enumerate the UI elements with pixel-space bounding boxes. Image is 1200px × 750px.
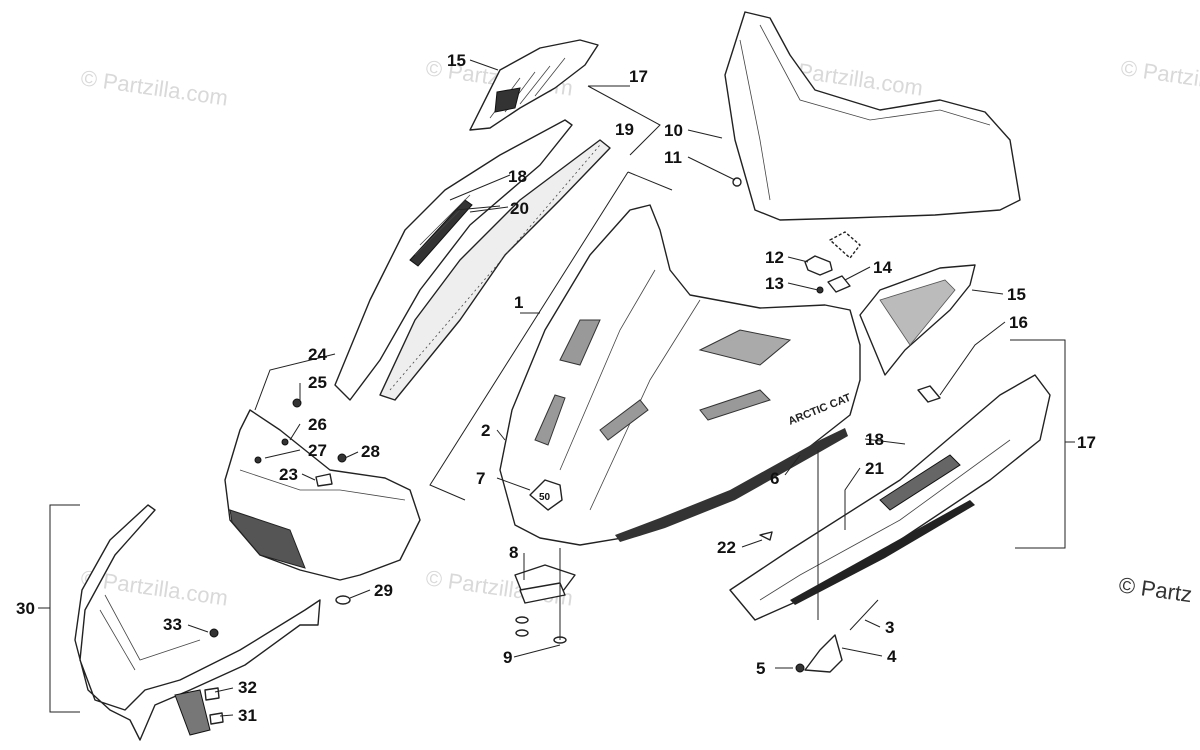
callout-32: 32 xyxy=(238,678,257,697)
callout-1: 1 xyxy=(514,293,523,312)
callout-14: 14 xyxy=(873,258,892,277)
callout-27: 27 xyxy=(308,441,327,460)
part-17-side-panel-right xyxy=(729,374,1051,621)
part-19-strip-left xyxy=(379,139,611,401)
callout-15: 15 xyxy=(1007,285,1026,304)
callout-23: 23 xyxy=(279,465,298,484)
callout-19: 19 xyxy=(615,120,634,139)
callout-7: 7 xyxy=(476,469,485,488)
callout-2: 2 xyxy=(481,421,490,440)
callout-16: 16 xyxy=(1009,313,1028,332)
callout-20: 20 xyxy=(510,199,529,218)
watermark: © Partzilla.com xyxy=(79,65,229,110)
callout-29: 29 xyxy=(374,581,393,600)
callout-13: 13 xyxy=(765,274,784,293)
callout-18: 18 xyxy=(865,430,884,449)
part-1-hood: ARCTIC CAT xyxy=(499,204,861,546)
part-24-nose-cone xyxy=(224,409,421,581)
callout-30: 30 xyxy=(16,599,35,618)
callout-5: 5 xyxy=(756,659,765,678)
part-15-vent-right xyxy=(859,264,976,376)
part-18-side-panel-left xyxy=(334,119,573,401)
watermark: © Partzilla.com xyxy=(1119,55,1200,100)
callout-18: 18 xyxy=(508,167,527,186)
part-15-vent-left xyxy=(469,39,599,131)
callout-33: 33 xyxy=(163,615,182,634)
callout-9: 9 xyxy=(503,648,512,667)
callout-3: 3 xyxy=(885,618,894,637)
callout-12: 12 xyxy=(765,248,784,267)
callout-10: 10 xyxy=(664,121,683,140)
part-7-badge: 50 xyxy=(529,479,563,511)
part-12-14-bracket xyxy=(804,231,861,294)
fasteners-left-cluster xyxy=(204,398,351,725)
leader-lines xyxy=(38,59,1075,717)
callout-4: 4 xyxy=(887,647,897,666)
callout-6: 6 xyxy=(770,469,779,488)
callout-28: 28 xyxy=(361,442,380,461)
part-16-clip xyxy=(917,385,941,403)
callout-25: 25 xyxy=(308,373,327,392)
badge-text: 50 xyxy=(539,492,551,503)
part-10-windshield xyxy=(724,11,1021,221)
part-9-washer xyxy=(515,616,529,624)
callout-22: 22 xyxy=(717,538,736,557)
callout-15: 15 xyxy=(447,51,466,70)
part-9-washer xyxy=(515,629,529,637)
callout-17: 17 xyxy=(629,67,648,86)
callout-17: 17 xyxy=(1077,433,1096,452)
callout-21: 21 xyxy=(865,459,884,478)
callout-11: 11 xyxy=(664,148,682,167)
fasteners-right-cluster xyxy=(759,531,879,673)
callout-labels: 15 17 19 18 20 10 11 12 13 14 15 16 1 2 … xyxy=(16,51,1096,725)
watermark: © Partz xyxy=(1117,572,1193,607)
part-30-front-bumper xyxy=(74,504,321,741)
callout-31: 31 xyxy=(238,706,257,725)
callout-24: 24 xyxy=(308,345,327,364)
callout-8: 8 xyxy=(509,543,518,562)
callout-26: 26 xyxy=(308,415,327,434)
part-20-seal xyxy=(455,205,501,211)
